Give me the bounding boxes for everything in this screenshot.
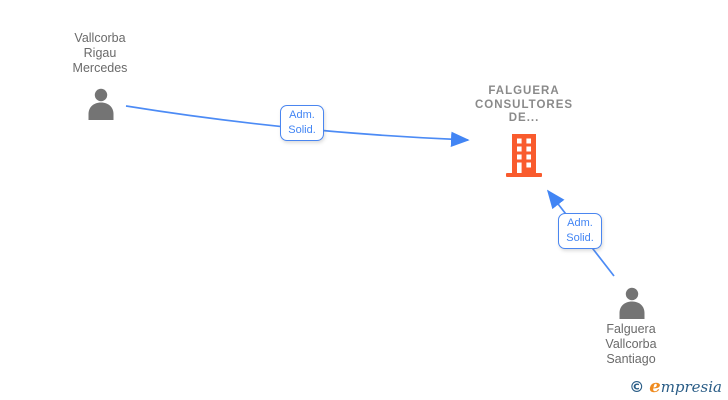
edge-label-adm-solid-1[interactable]: Adm. Solid. [280, 105, 324, 141]
edge-label-adm-solid-2[interactable]: Adm. Solid. [558, 213, 602, 249]
company-name-line: FALGUERA [488, 85, 560, 97]
company-name-line: CONSULTORES [474, 98, 574, 111]
person1-name-line: Mercedes [72, 61, 128, 75]
copyright-icon: © [629, 378, 645, 396]
person2-name-line: Vallcorba [605, 337, 657, 351]
empresia-logo[interactable]: © e mpresia [629, 376, 722, 397]
person1-name-line: Rigau [83, 46, 117, 60]
building-icon[interactable] [505, 134, 543, 177]
edge-label-line: Solid. [288, 124, 316, 136]
edge-label-line: Solid. [566, 232, 594, 244]
edge-label-line: Adm. [567, 217, 593, 229]
node-label-company[interactable]: FALGUERA CONSULTORES DE... [424, 85, 624, 126]
node-label-person1[interactable]: Vallcorba Rigau Mercedes [30, 31, 170, 76]
person2-name-line: Falguera [606, 322, 656, 336]
person-silhouette-icon[interactable] [85, 87, 117, 121]
brand-name: mpresia [660, 378, 722, 396]
person-silhouette-icon[interactable] [616, 286, 648, 320]
person2-name-line: Santiago [606, 352, 656, 366]
edge-label-line: Adm. [289, 109, 315, 121]
node-label-person2[interactable]: Falguera Vallcorba Santiago [561, 322, 701, 367]
brand-initial: e [649, 376, 661, 397]
company-name-line: DE... [508, 112, 540, 124]
person1-name-line: Vallcorba [74, 31, 126, 45]
